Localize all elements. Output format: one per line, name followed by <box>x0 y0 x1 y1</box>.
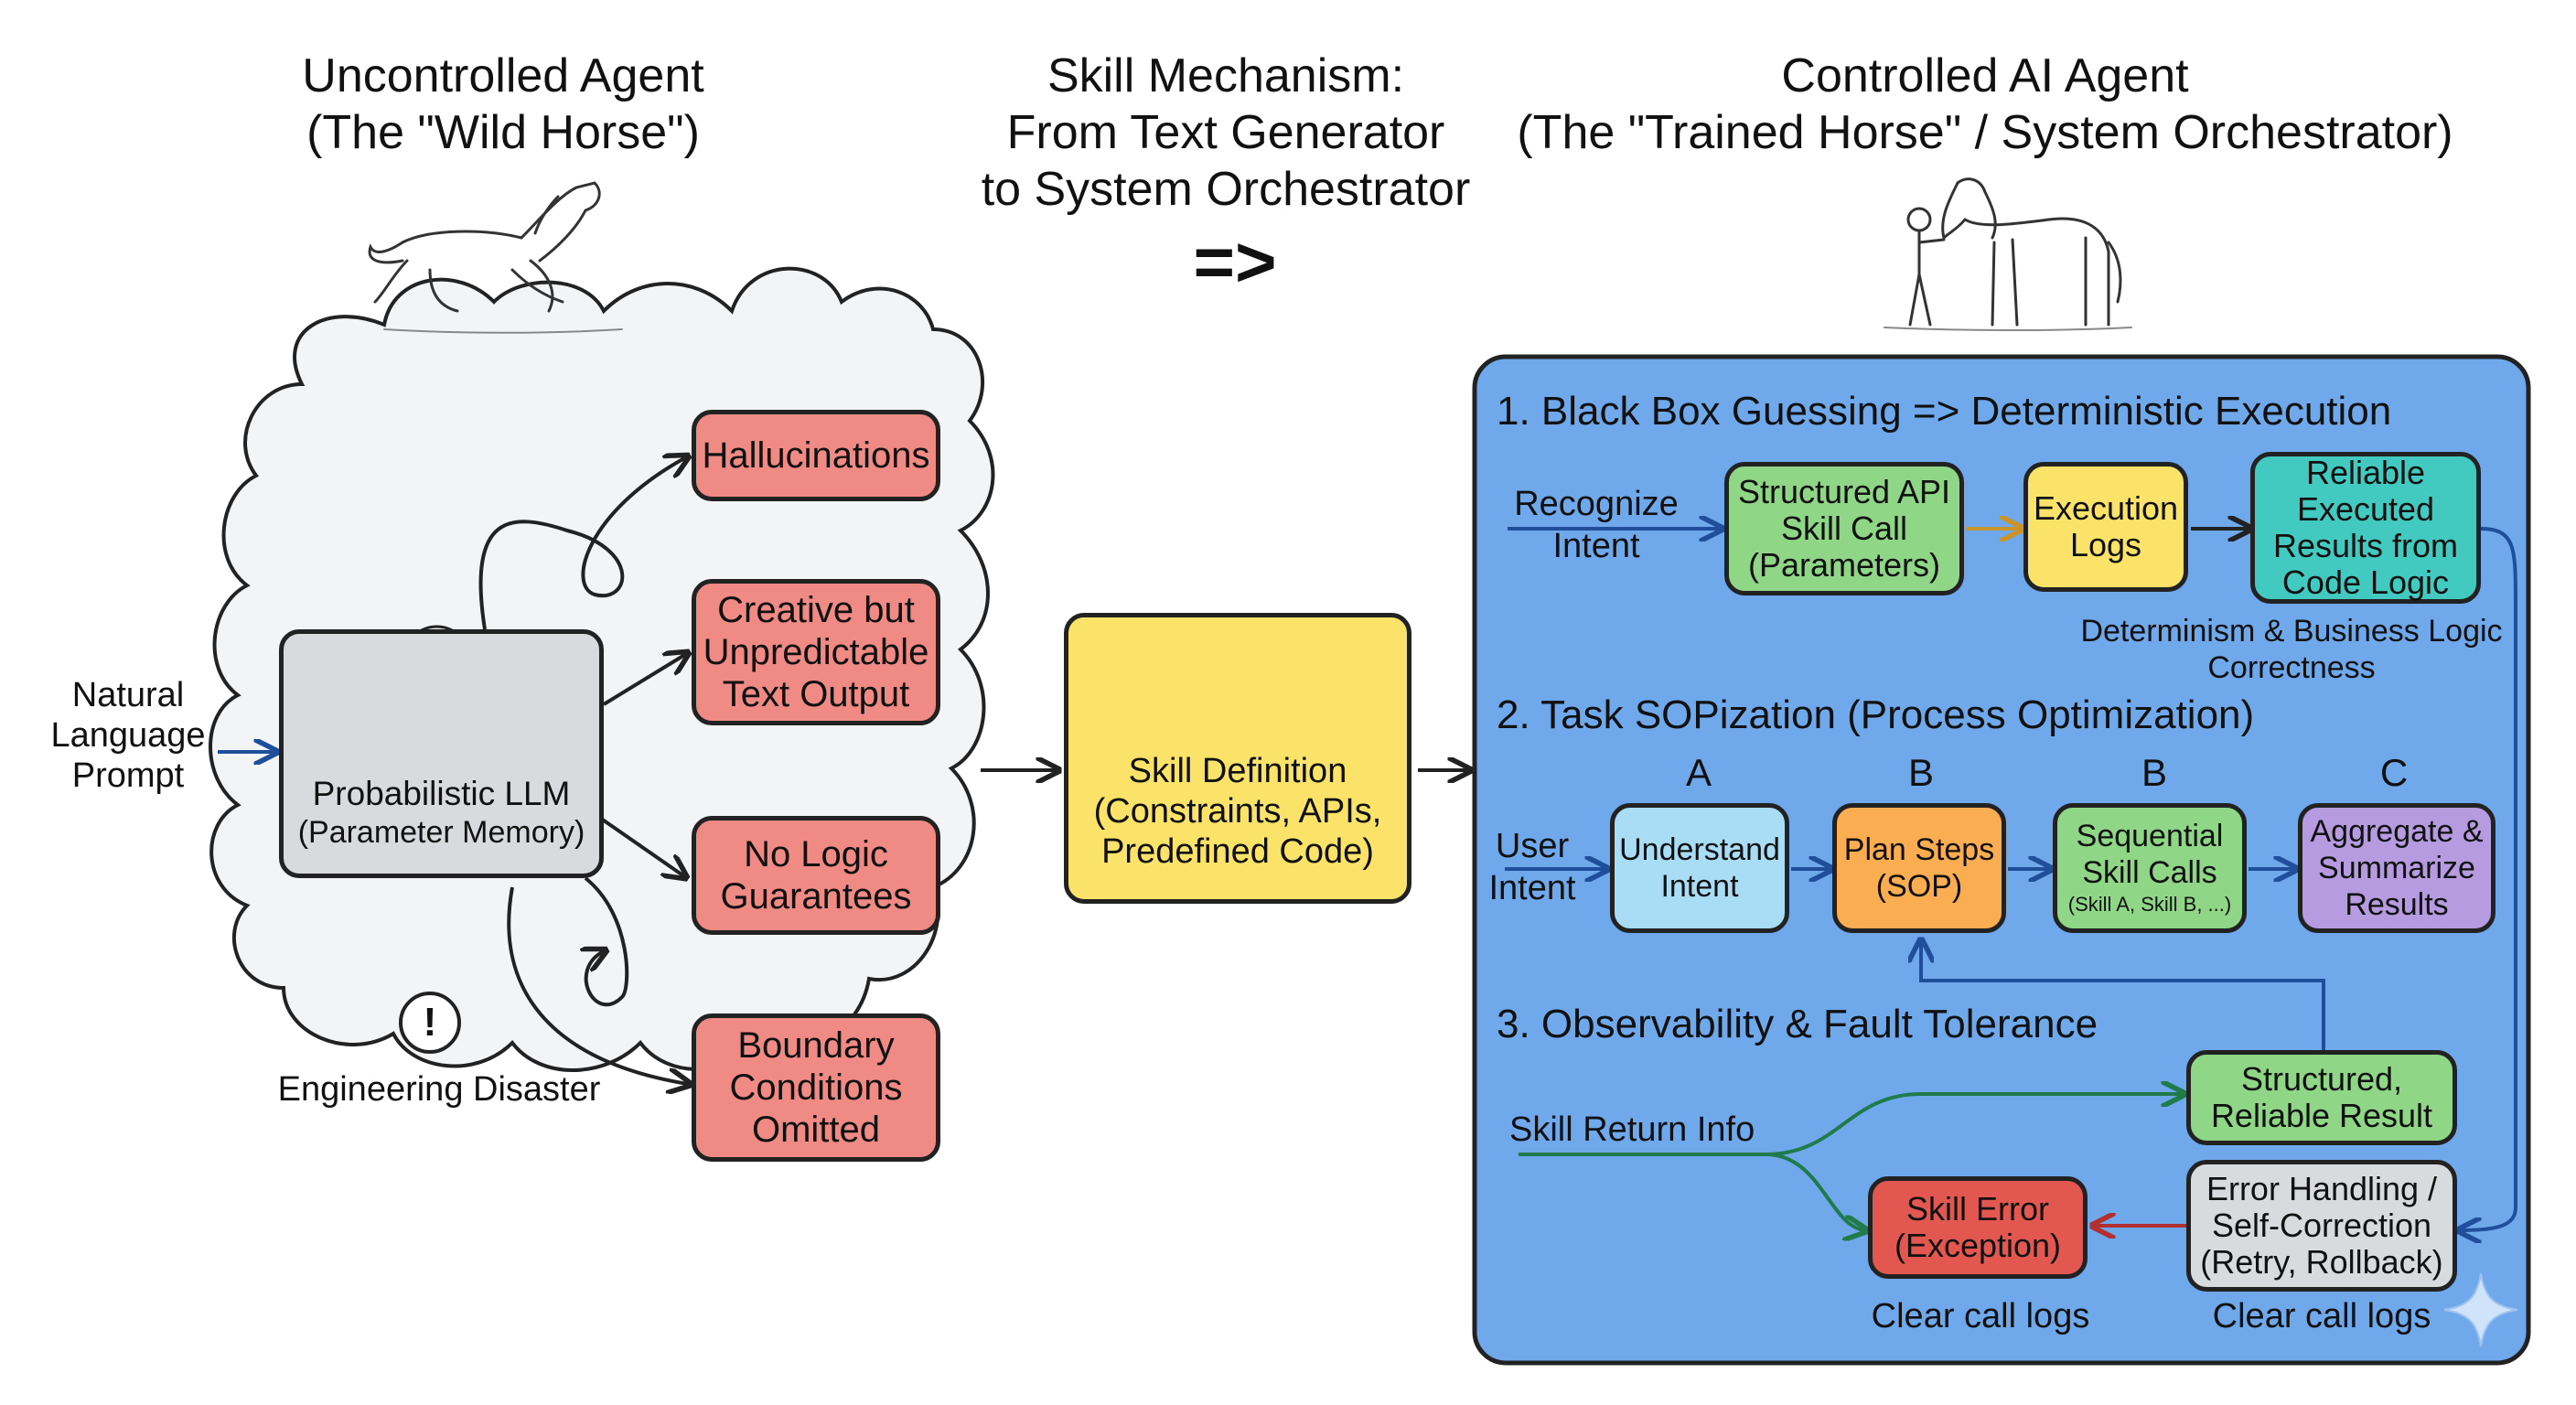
understand-intent-box: Understand Intent <box>1610 803 1789 933</box>
skill-definition-box: Skill Definition (Constraints, APIs, Pre… <box>1064 613 1411 904</box>
step-letter-b1: B <box>1907 751 1934 794</box>
trained-horse-icon <box>1884 177 2132 331</box>
skill-def-line: (Constraints, APIs, <box>1093 792 1382 831</box>
box-line: Aggregate & <box>2310 814 2484 849</box>
box-line: Execution <box>2033 489 2179 527</box>
llm-title: Probabilistic LLM <box>312 775 571 812</box>
label-line: Language <box>50 716 206 755</box>
plan-steps-box: Plan Steps (SOP) <box>1832 803 2006 933</box>
warning-symbol: ! <box>423 1000 437 1045</box>
box-line: Reliable Result <box>2210 1097 2433 1134</box>
outcome-boundary-conditions: Boundary Conditions Omitted <box>692 1014 940 1162</box>
skill-return-info-label: Skill Return Info <box>1509 1110 1755 1149</box>
llm-subtitle: (Parameter Memory) <box>297 815 585 850</box>
sparkle-icon <box>2443 1272 2518 1347</box>
box-line: Error Handling / <box>2206 1170 2438 1207</box>
section3-heading: 3. Observability & Fault Tolerance <box>1497 1002 2098 1046</box>
caption-line: Correctness <box>2207 650 2376 685</box>
outcome-no-logic: No Logic Guarantees <box>692 816 940 935</box>
clear-call-logs-left: Clear call logs <box>1871 1297 2090 1335</box>
uncontrolled-agent-title: Uncontrolled Agent (The "Wild Horse") <box>220 48 787 161</box>
box-line: Structured API <box>1737 473 1951 510</box>
title-line: (The "Wild Horse") <box>306 106 700 159</box>
box-line: Results from <box>2272 527 2459 564</box>
sequential-skill-calls-box: Sequential Skill Calls (Skill A, Skill B… <box>2053 803 2247 933</box>
outcome-line: Hallucinations <box>702 435 930 476</box>
step-letter-c: C <box>2379 751 2409 794</box>
title-line: Skill Mechanism: <box>1046 49 1405 102</box>
box-line: (Parameters) <box>1747 546 1941 584</box>
box-line: (Exception) <box>1894 1227 2062 1264</box>
title-line: to System Orchestrator <box>981 163 1471 216</box>
reliable-results-box: Reliable Executed Results from Code Logi… <box>2250 452 2481 604</box>
skill-def-line: Predefined Code) <box>1101 832 1374 871</box>
skill-mechanism-title: Skill Mechanism: From Text Generator to … <box>942 48 1509 218</box>
box-line: Sequential <box>2076 819 2224 853</box>
mechanism-arrow: => <box>1193 221 1277 302</box>
box-line: Intent <box>1660 869 1739 904</box>
structured-api-call-box: Structured API Skill Call (Parameters) <box>1724 462 1964 595</box>
wild-horse-icon <box>368 181 623 334</box>
box-line: Skill Calls <box>2082 855 2217 890</box>
title-line: (The "Trained Horse" / System Orchestrat… <box>1517 106 2453 159</box>
outcome-line: Conditions <box>729 1067 903 1108</box>
label-line: User <box>1495 827 1570 865</box>
outcome-line: Omitted <box>751 1110 881 1150</box>
box-line: Reliable <box>2305 454 2426 491</box>
label-line: Prompt <box>71 756 185 795</box>
structured-result-box: Structured, Reliable Result <box>2186 1050 2457 1145</box>
title-line: Controlled AI Agent <box>1781 49 2189 102</box>
box-line: Skill Error <box>1905 1190 2049 1228</box>
box-line: Plan Steps <box>1843 832 1995 867</box>
title-line: From Text Generator <box>1006 106 1445 159</box>
box-line: Results <box>2345 887 2449 922</box>
outcome-line: Boundary <box>737 1025 895 1066</box>
outcome-creative-text: Creative but Unpredictable Text Output <box>692 579 940 725</box>
determinism-caption: Determinism & Business Logic Correctness <box>2049 613 2534 686</box>
label-line: Intent <box>1552 527 1640 565</box>
error-handling-box: Error Handling / Self-Correction (Retry,… <box>2186 1160 2457 1292</box>
box-line: Skill Call <box>1780 509 1908 547</box>
box-line: (Retry, Rollback) <box>2200 1243 2443 1281</box>
box-line: Executed <box>2296 490 2435 528</box>
label-line: Intent <box>1488 869 1576 907</box>
box-subline: (Skill A, Skill B, ...) <box>2067 893 2232 916</box>
probabilistic-llm-box: Probabilistic LLM (Parameter Memory) <box>279 629 604 878</box>
warning-icon <box>399 992 461 1054</box>
box-line: Self-Correction <box>2211 1207 2432 1244</box>
outcome-line: Text Output <box>722 674 910 714</box>
box-line: Code Logic <box>2281 563 2450 601</box>
outcome-line: Creative but <box>717 590 915 630</box>
outcome-line: Guarantees <box>720 876 912 917</box>
aggregate-results-box: Aggregate & Summarize Results <box>2298 803 2496 933</box>
outcome-hallucinations: Hallucinations <box>692 410 940 501</box>
box-line: Understand <box>1619 832 1780 867</box>
box-line: Summarize <box>2318 851 2475 885</box>
execution-logs-box: Execution Logs <box>2023 462 2188 592</box>
natural-language-prompt-label: Natural Language Prompt <box>41 675 215 796</box>
caption-line: Determinism & Business Logic <box>2080 614 2503 649</box>
skill-error-box: Skill Error (Exception) <box>1868 1176 2088 1279</box>
box-line: (SOP) <box>1875 869 1963 904</box>
skill-def-line: Skill Definition <box>1128 752 1347 790</box>
box-line: Structured, <box>2240 1060 2403 1098</box>
user-intent-label: User Intent <box>1477 825 1587 909</box>
outcome-line: No Logic <box>744 834 888 874</box>
label-line: Natural <box>71 676 185 714</box>
clear-call-logs-right: Clear call logs <box>2212 1297 2431 1335</box>
outcome-line: Unpredictable <box>703 632 929 672</box>
step-letter-b2: B <box>2141 751 2167 794</box>
step-letter-a: A <box>1685 751 1712 794</box>
controlled-agent-title: Controlled AI Agent (The "Trained Horse"… <box>1482 48 2488 161</box>
title-line: Uncontrolled Agent <box>302 49 704 102</box>
section1-heading: 1. Black Box Guessing => Deterministic E… <box>1497 389 2392 434</box>
label-line: Recognize <box>1514 485 1679 523</box>
section2-heading: 2. Task SOPization (Process Optimization… <box>1497 692 2255 737</box>
engineering-disaster-label: Engineering Disaster <box>277 1070 601 1109</box>
recognize-intent-label: Recognize Intent <box>1491 483 1701 567</box>
box-line: Logs <box>2069 526 2142 563</box>
